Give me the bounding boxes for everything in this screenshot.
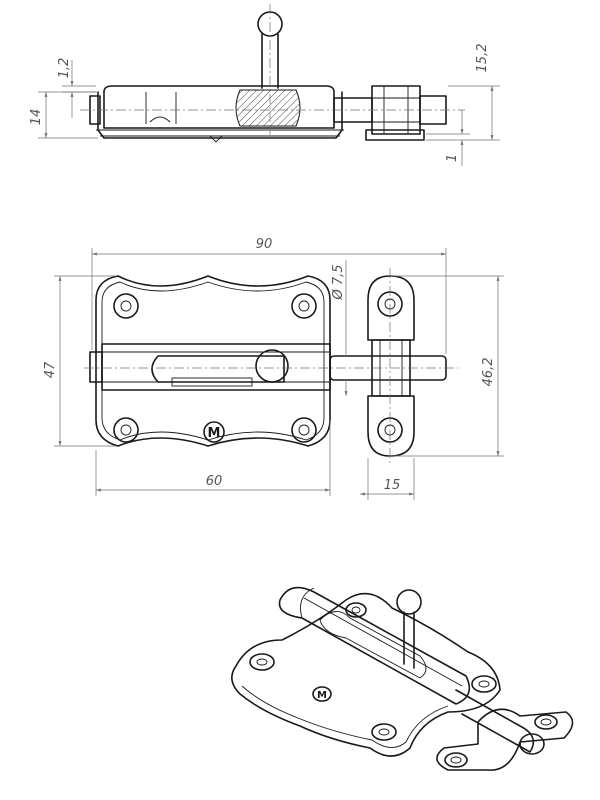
iso-plate <box>231 592 501 757</box>
dim-46-2: 46,2 <box>481 358 496 387</box>
dim-90: 90 <box>256 237 273 252</box>
iso-keeper <box>436 708 574 771</box>
dim-1-2: 1,2 <box>57 58 72 79</box>
front-knob <box>255 349 289 383</box>
dim-60: 60 <box>206 474 223 489</box>
front-view: M 90 47 46,2 Ø 7,5 60 15 <box>43 237 504 500</box>
dim-14: 14 <box>29 109 44 126</box>
iso-knob-ball <box>396 589 422 615</box>
screw-hole-bl <box>113 417 139 443</box>
base-plate <box>97 91 343 139</box>
isometric-view: M <box>231 586 574 771</box>
front-plate <box>95 275 331 447</box>
dim-47: 47 <box>43 361 58 378</box>
iso-logo <box>312 686 332 702</box>
iso-knob-stem <box>403 611 415 669</box>
dim-diameter: Ø 7,5 <box>331 264 346 300</box>
top-view: 1,2 14 15,2 1 <box>29 4 500 166</box>
iso-logo-letter: M <box>317 690 327 701</box>
knob-stem <box>261 33 279 89</box>
screw-hole-tr <box>291 293 317 319</box>
hatched-section <box>235 89 301 127</box>
m-logo <box>203 421 225 443</box>
dim-15-2: 15,2 <box>475 44 490 73</box>
dim-15: 15 <box>384 478 401 493</box>
dim-1: 1 <box>445 154 460 162</box>
screw-hole-br <box>291 417 317 443</box>
m-logo-letter: M <box>208 426 221 441</box>
bolt-housing <box>101 343 331 391</box>
bolt-slot <box>151 355 285 383</box>
iso-housing <box>278 586 471 705</box>
keeper-front <box>367 275 415 457</box>
housing <box>103 85 335 129</box>
screw-hole-tl <box>113 293 139 319</box>
